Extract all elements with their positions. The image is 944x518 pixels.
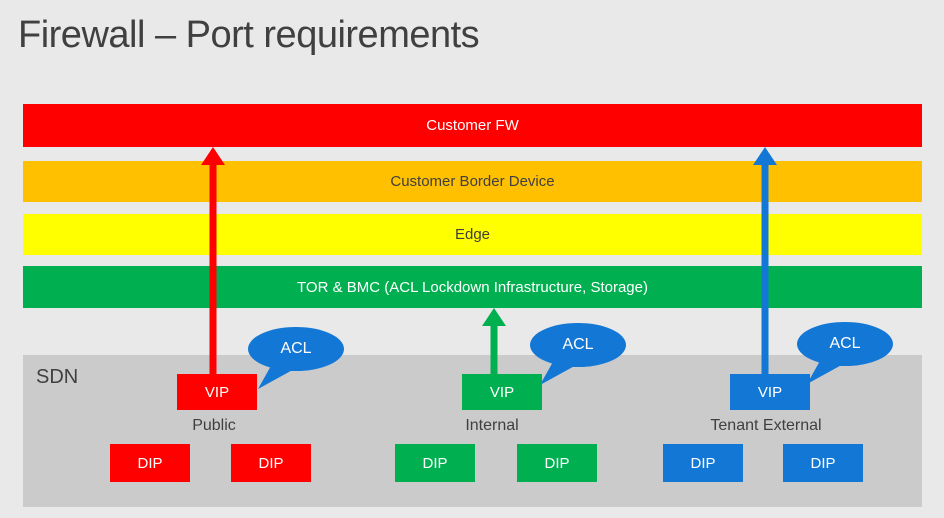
group-label-tenant-external: Tenant External (710, 417, 822, 434)
bar-customer-fw-label: Customer FW (426, 117, 519, 134)
sdn-label: SDN (36, 366, 79, 388)
slide-title: Firewall – Port requirements (18, 14, 480, 56)
vip-box-tenant-external: VIP (730, 374, 810, 410)
acl-callout-public: ACL (248, 327, 348, 389)
bar-edge-label: Edge (454, 226, 491, 243)
dip-box-public-2: DIP (231, 444, 311, 482)
dip-label: DIP (544, 454, 570, 472)
dip-box-public-1: DIP (110, 444, 190, 482)
vip-label: VIP (204, 383, 230, 401)
vip-label: VIP (757, 383, 783, 401)
acl-label: ACL (280, 340, 312, 357)
dip-box-internal-2: DIP (517, 444, 597, 482)
arrow-public-to-customer-fw-icon (201, 147, 225, 376)
acl-label: ACL (562, 336, 594, 353)
dip-box-internal-1: DIP (395, 444, 475, 482)
bar-tor-bmc: TOR & BMC (ACL Lockdown Infrastructure, … (23, 266, 922, 308)
arrow-internal-to-tor-icon (482, 308, 506, 374)
dip-label: DIP (258, 454, 284, 472)
vip-box-internal: VIP (462, 374, 542, 410)
bar-customer-fw: Customer FW (23, 104, 922, 147)
dip-label: DIP (810, 454, 836, 472)
bar-tor-bmc-label: TOR & BMC (ACL Lockdown Infrastructure, … (297, 278, 648, 296)
group-label-public: Public (192, 417, 236, 434)
acl-callout-tenant: ACL (797, 322, 897, 384)
dip-box-tenant-1: DIP (663, 444, 743, 482)
group-label-internal: Internal (465, 417, 519, 434)
bar-edge: Edge (23, 214, 922, 255)
bar-customer-border-device-label: Customer Border Device (390, 173, 555, 190)
dip-label: DIP (137, 454, 163, 472)
dip-label: DIP (690, 454, 716, 472)
acl-callout-internal: ACL (530, 323, 630, 385)
bar-customer-border-device: Customer Border Device (23, 161, 922, 202)
acl-label: ACL (829, 335, 861, 352)
arrow-tenant-to-customer-fw-icon (753, 147, 777, 376)
dip-label: DIP (422, 454, 448, 472)
dip-box-tenant-2: DIP (783, 444, 863, 482)
vip-label: VIP (489, 383, 515, 401)
vip-box-public: VIP (177, 374, 257, 410)
